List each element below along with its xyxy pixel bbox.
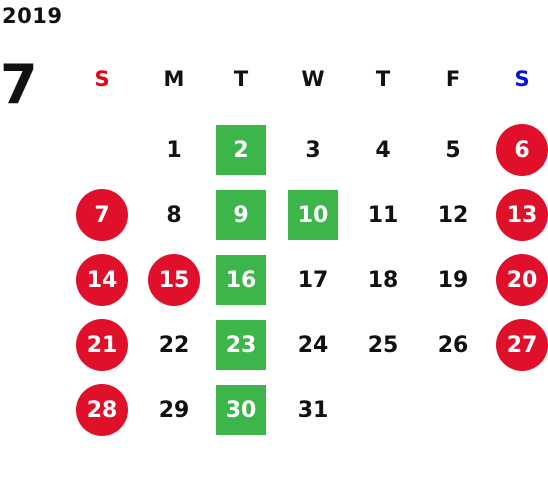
date-cell[interactable]: 3 <box>305 137 321 163</box>
weekday-header: T <box>233 67 249 91</box>
marked-date[interactable]: 16 <box>213 254 269 306</box>
date-cell[interactable]: 4 <box>375 137 391 163</box>
date-cell[interactable]: 24 <box>297 332 329 358</box>
marked-date[interactable]: 30 <box>213 384 269 436</box>
holiday-date[interactable]: 14 <box>74 254 130 306</box>
date-cell[interactable]: 8 <box>166 202 182 228</box>
date-cell[interactable]: 19 <box>437 267 469 293</box>
holiday-date[interactable]: 7 <box>74 189 130 241</box>
year-label: 2019 <box>2 4 63 28</box>
date-cell[interactable]: 11 <box>367 202 399 228</box>
weekday-header: W <box>301 67 325 91</box>
holiday-date[interactable]: 13 <box>494 189 548 241</box>
marked-date[interactable]: 23 <box>213 319 269 371</box>
holiday-date[interactable]: 20 <box>494 254 548 306</box>
weekday-header: S <box>94 67 110 91</box>
date-cell[interactable]: 1 <box>166 137 182 163</box>
date-cell[interactable]: 17 <box>297 267 329 293</box>
holiday-date[interactable]: 6 <box>494 124 548 176</box>
date-cell[interactable]: 26 <box>437 332 469 358</box>
marked-date[interactable]: 10 <box>285 189 341 241</box>
weekday-header: T <box>375 67 391 91</box>
date-cell[interactable]: 5 <box>445 137 461 163</box>
holiday-date[interactable]: 27 <box>494 319 548 371</box>
marked-date[interactable]: 2 <box>213 124 269 176</box>
weekday-header: F <box>445 67 461 91</box>
weekday-header: S <box>514 67 530 91</box>
holiday-date[interactable]: 28 <box>74 384 130 436</box>
weekday-header: M <box>163 67 185 91</box>
date-cell[interactable]: 18 <box>367 267 399 293</box>
marked-date[interactable]: 9 <box>213 189 269 241</box>
date-cell[interactable]: 22 <box>158 332 190 358</box>
month-number: 7 <box>0 53 38 116</box>
date-cell[interactable]: 12 <box>437 202 469 228</box>
date-cell[interactable]: 31 <box>297 397 329 423</box>
date-cell[interactable]: 25 <box>367 332 399 358</box>
holiday-date[interactable]: 21 <box>74 319 130 371</box>
holiday-date[interactable]: 15 <box>146 254 202 306</box>
date-cell[interactable]: 29 <box>158 397 190 423</box>
